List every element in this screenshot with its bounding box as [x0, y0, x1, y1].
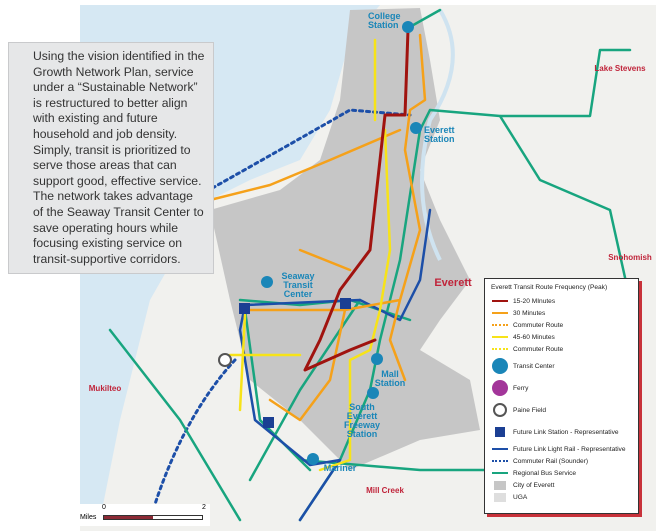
airport-icon [491, 403, 509, 417]
label-mukilteo: Mukilteo [88, 384, 122, 393]
route-45-60-min [228, 38, 392, 472]
legend-swatch [491, 348, 509, 350]
legend-label: Commuter Rail (Sounder) [513, 457, 589, 465]
label-south-everett-station: South Everett Freeway Station [343, 402, 381, 439]
sounder-rail [198, 108, 412, 197]
legend-label: Ferry [513, 384, 529, 392]
legend-swatch [491, 480, 509, 490]
legend-item: 30 Minutes [491, 307, 632, 319]
legend-swatch [491, 336, 509, 338]
route-15-20-min [303, 28, 410, 372]
label-everett: Everett [434, 277, 472, 289]
legend-item: Ferry [491, 377, 632, 399]
legend-item: 15-20 MInutes [491, 295, 632, 307]
legend-label: UGA [513, 493, 528, 501]
legend-swatch [491, 460, 509, 462]
link-station-icon [491, 427, 509, 437]
legend-item: UGA [491, 491, 632, 503]
legend-swatch [491, 448, 509, 450]
label-lake-stevens: Lake Stevens [594, 64, 646, 73]
legend-label: Future Link Station - Representative [513, 428, 619, 436]
ferry-icon [491, 380, 509, 396]
legend-label: City of Everett [513, 481, 555, 489]
label-mariner: Mariner [323, 463, 357, 473]
link-light-rail [238, 208, 432, 522]
legend-item: Regional Bus Service [491, 467, 632, 479]
scale-unit: Miles [80, 514, 97, 521]
legend-item: Paine Field [491, 399, 632, 421]
legend-label: Transit Center [513, 362, 555, 370]
legend-item: City of Everett [491, 479, 632, 491]
label-college-station: College Station [368, 11, 401, 30]
legend-label: Regional Bus Service [513, 469, 577, 477]
transit-center-icons [261, 21, 422, 465]
paine-field-icon [218, 353, 232, 367]
legend-label: 15-20 MInutes [513, 297, 556, 305]
legend-label: 30 Minutes [513, 309, 546, 317]
legend-label: Future Link Light Rail - Representative [513, 445, 626, 453]
legend-item: Future Link Station - Representative [491, 421, 632, 443]
legend-item: 45-60 Minutes [491, 331, 632, 343]
label-mill-creek: Mill Creek [366, 486, 404, 495]
scale-bar: 0 2 Miles [80, 504, 210, 526]
transit-center-icon [491, 358, 509, 374]
route-30-min [208, 33, 427, 422]
legend-label: Commuter Route [513, 321, 564, 329]
legend-title: Everett Transit Route Frequency (Peak) [491, 284, 608, 291]
label-seaway-transit-center: Seaway Transit Center [281, 271, 315, 299]
description-panel: Using the vision identified in the Growt… [8, 42, 214, 274]
legend-swatch [491, 312, 509, 314]
legend-label: Paine Field [513, 406, 546, 414]
link-station-icons [239, 298, 351, 428]
scale-min: 0 [102, 504, 106, 511]
label-snohomish: Snohomish [608, 253, 652, 262]
map-legend: Everett Transit Route Frequency (Peak) 1… [484, 278, 639, 514]
legend-swatch [491, 300, 509, 302]
scale-max: 2 [202, 504, 206, 511]
legend-label: 45-60 Minutes [513, 333, 555, 341]
legend-swatch [491, 472, 509, 474]
legend-label: Commuter Route [513, 345, 564, 353]
legend-item: Transit Center [491, 355, 632, 377]
legend-item: Future Link Light Rail - Representative [491, 443, 632, 455]
label-mall-station: Mall Station [374, 369, 406, 388]
description-text: Using the vision identified in the Growt… [33, 49, 205, 266]
legend-swatch [491, 324, 509, 326]
legend-item: Commuter Rail (Sounder) [491, 455, 632, 467]
legend-item: Commuter Route [491, 319, 632, 331]
river [420, 8, 455, 261]
label-everett-station: Everett Station [424, 125, 455, 144]
legend-item: Commuter Route [491, 343, 632, 355]
legend-swatch [491, 492, 509, 502]
